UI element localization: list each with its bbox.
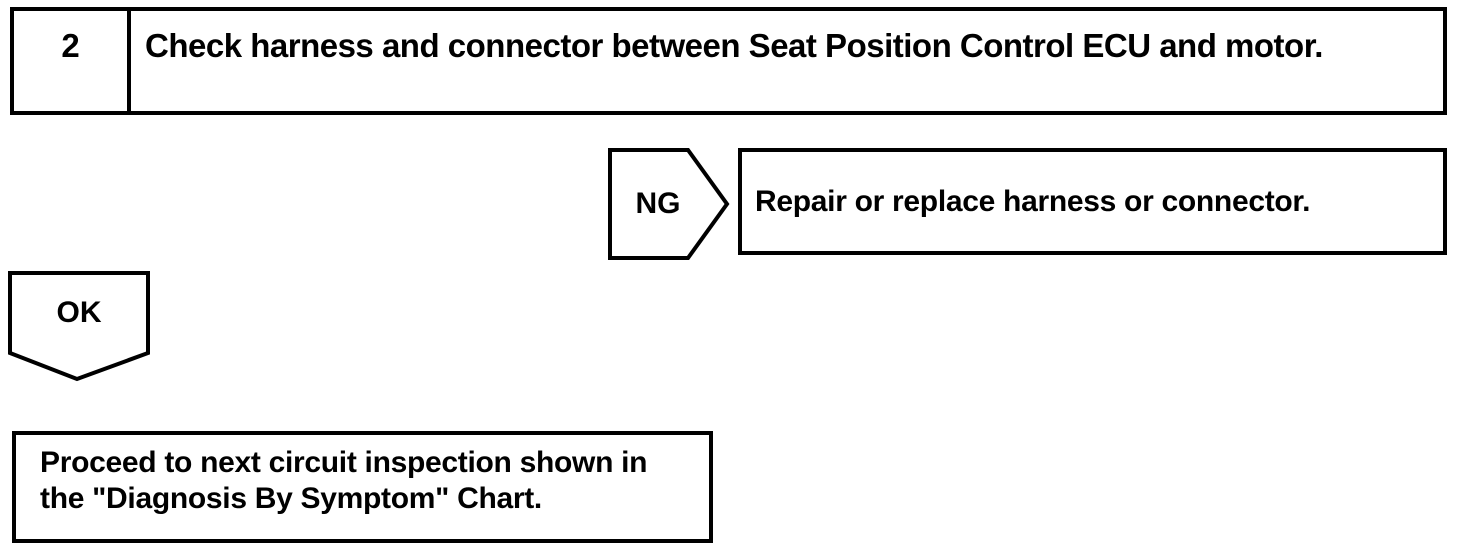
ok-action-box: Proceed to next circuit inspection shown… bbox=[12, 431, 713, 543]
ng-action-box: Repair or replace harness or connector. bbox=[738, 148, 1447, 255]
step-instruction: Check harness and connector between Seat… bbox=[145, 27, 1323, 64]
ng-arrow-shape bbox=[608, 148, 730, 260]
ok-branch-label: OK bbox=[56, 296, 102, 329]
ok-arrow-icon bbox=[8, 271, 150, 382]
ng-arrow-icon bbox=[608, 148, 730, 260]
step-box: 2 Check harness and connector between Se… bbox=[10, 7, 1447, 115]
ok-arrow-shape bbox=[8, 271, 150, 382]
step-number: 2 bbox=[14, 11, 131, 111]
ng-branch-label: NG bbox=[635, 187, 681, 220]
